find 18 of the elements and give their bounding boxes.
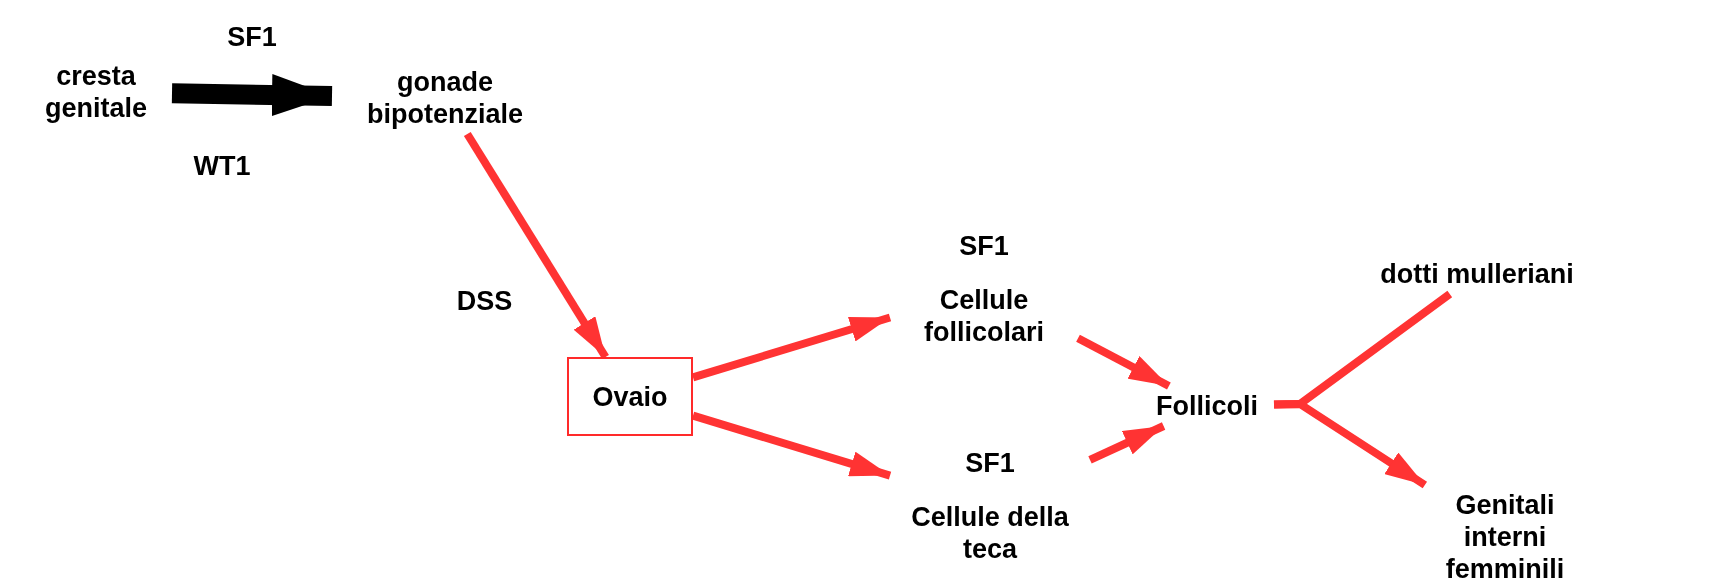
node-label: cresta genitale	[44, 60, 148, 124]
gene-label: SF1	[964, 447, 1016, 479]
arrow	[1076, 334, 1171, 390]
node-label: Cellule della teca	[910, 501, 1070, 565]
arrow	[691, 411, 892, 480]
node-label: Cellule follicolari	[923, 284, 1045, 348]
node-label: gonade bipotenziale	[366, 66, 524, 130]
node-label: Follicoli	[1155, 390, 1259, 422]
process-box	[567, 357, 693, 436]
gene-label: SF1	[958, 230, 1010, 262]
node-label: dotti mulleriani	[1379, 258, 1575, 290]
arrow	[691, 313, 892, 382]
node-label: Ovaio	[592, 380, 668, 413]
arrow	[1273, 400, 1428, 489]
arrow	[1088, 422, 1166, 464]
arrow	[463, 131, 609, 360]
node-label: Genitali interni femminili	[1444, 489, 1566, 585]
arrow	[171, 74, 333, 116]
